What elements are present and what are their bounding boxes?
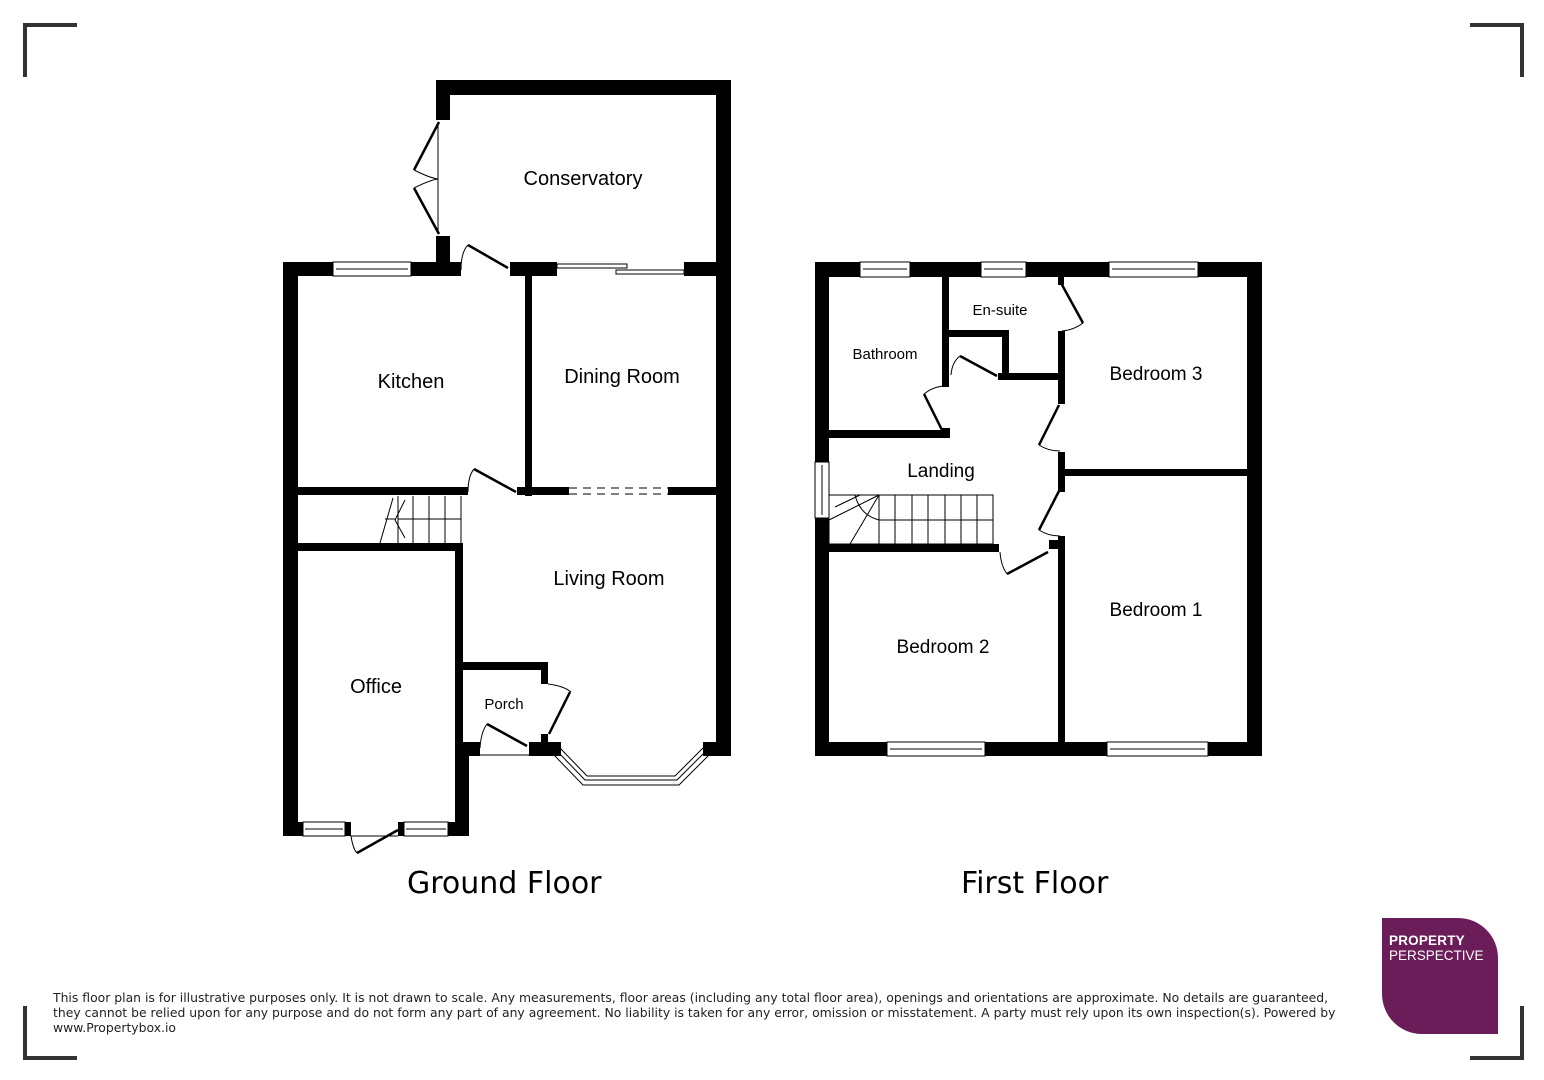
frame-corner-top-right	[1470, 23, 1524, 77]
open-archway	[569, 487, 668, 495]
first-floor-stairs	[828, 494, 994, 545]
first-floor-doors	[922, 282, 1085, 576]
room-label-en-suite: En-suite	[972, 302, 1027, 319]
ground-floor-walls	[283, 80, 731, 836]
sliding-door	[556, 263, 685, 275]
room-label-conservatory: Conservatory	[524, 168, 643, 190]
ground-floor-doors	[350, 121, 572, 855]
room-label-bedroom-2: Bedroom 2	[897, 637, 990, 658]
frame-corner-top-left	[23, 23, 77, 77]
floor-title-ground: Ground Floor	[407, 866, 602, 901]
floor-title-first: First Floor	[961, 866, 1109, 901]
room-label-landing: Landing	[907, 461, 975, 482]
brand-logo: PROPERTY PERSPECTIVE	[1382, 918, 1498, 1034]
room-label-office: Office	[350, 676, 402, 698]
room-label-dining-room: Dining Room	[564, 366, 680, 388]
first-floor-windows	[814, 261, 1209, 757]
logo-text-line2: PERSPECTIVE	[1389, 948, 1484, 963]
ground-floor-plan: Conservatory Kitchen Dining Room Living …	[283, 80, 731, 855]
room-label-bedroom-3: Bedroom 3	[1110, 364, 1203, 385]
first-floor-plan: Bathroom En-suite Bedroom 3 Landing Bedr…	[814, 261, 1262, 757]
logo-text-line1: PROPERTY	[1389, 933, 1465, 948]
room-label-living-room: Living Room	[553, 568, 664, 590]
room-label-porch: Porch	[484, 696, 523, 713]
frame-corner-bottom-left	[23, 1006, 77, 1060]
ground-floor-windows	[302, 261, 449, 837]
ground-floor-stairs	[379, 496, 462, 544]
bay-window	[552, 747, 711, 786]
room-label-bedroom-1: Bedroom 1	[1110, 600, 1203, 621]
frame-corner-bottom-right	[1470, 1006, 1524, 1060]
room-label-bathroom: Bathroom	[852, 346, 917, 363]
room-label-kitchen: Kitchen	[378, 371, 445, 393]
disclaimer-text: This floor plan is for illustrative purp…	[53, 990, 1336, 1035]
first-floor-walls	[815, 262, 1262, 756]
